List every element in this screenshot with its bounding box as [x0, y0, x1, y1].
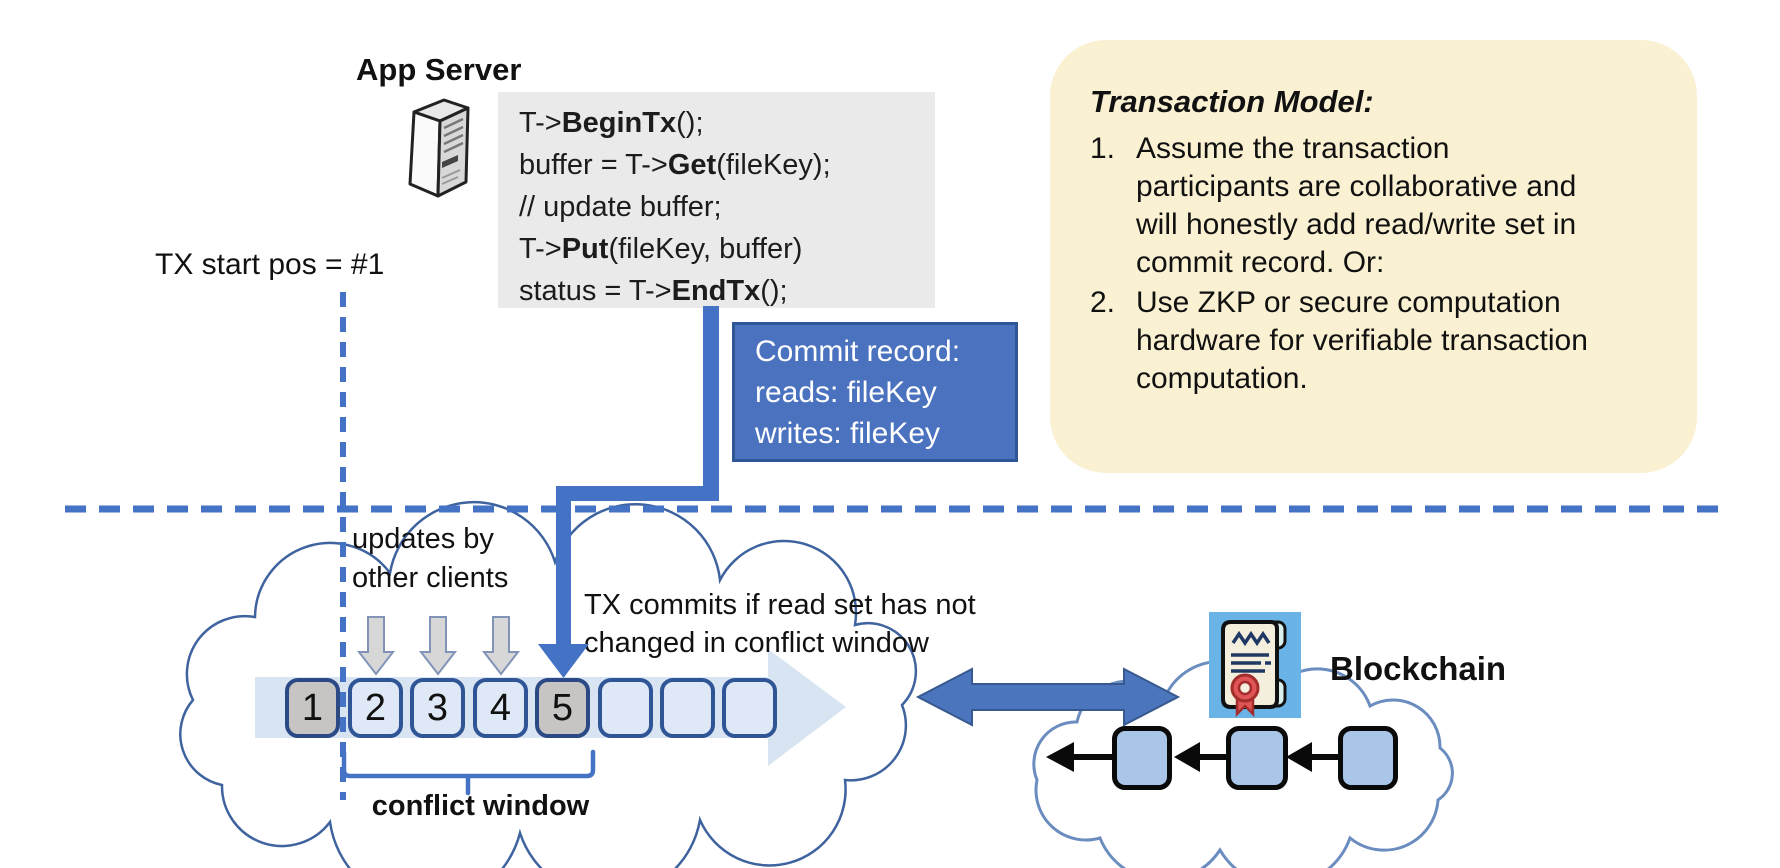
code-block: T->BeginTx(); buffer = T->Get(fileKey); … — [498, 92, 935, 308]
commit-record-line: writes: fileKey — [755, 417, 941, 450]
certificate-icon — [1209, 612, 1301, 718]
item-text: Use ZKP or secure computation hardware f… — [1136, 286, 1588, 395]
timeline-slot: 1 — [285, 678, 340, 738]
blockchain-block — [1226, 726, 1288, 790]
code-line: T->Put(fileKey, buffer) — [519, 233, 803, 265]
commit-record-box: Commit record: reads: fileKey writes: fi… — [732, 322, 1018, 462]
transaction-model-title: Transaction Model: — [1090, 84, 1374, 119]
commit-record-line: reads: fileKey — [755, 376, 937, 409]
timeline-slot: 2 — [348, 678, 403, 738]
code-line: buffer = T->Get(fileKey); — [519, 149, 831, 181]
item-number: 2. — [1090, 286, 1116, 319]
item-number: 1. — [1090, 132, 1116, 165]
tx-start-label: TX start pos = #1 — [155, 248, 385, 281]
code-line: T->BeginTx(); — [519, 107, 704, 139]
code-line: // update buffer; — [519, 191, 722, 223]
timeline-slot — [660, 678, 715, 738]
transaction-model-item: 2. Use ZKP or secure computation hardwar… — [1090, 284, 1697, 398]
tx-commits-label: TX commits if read set has not changed i… — [584, 589, 976, 659]
blockchain-block — [1112, 726, 1172, 790]
conflict-window-label: conflict window — [371, 790, 590, 822]
app-server-title: App Server — [356, 52, 522, 87]
timeline-slot: 5 — [535, 678, 590, 738]
transaction-model-note: Transaction Model: 1. Assume the transac… — [1050, 40, 1697, 473]
blockchain-label: Blockchain — [1330, 650, 1507, 687]
commit-record-line: Commit record: — [755, 335, 961, 368]
timeline-slot — [598, 678, 653, 738]
conflict-window-bracket — [341, 749, 596, 796]
timeline-slot: 4 — [473, 678, 528, 738]
double-arrow — [915, 667, 1181, 727]
chain-arrows — [1046, 742, 1340, 772]
code-line: status = T->EndTx(); — [519, 275, 788, 307]
update-arrows — [356, 616, 521, 676]
server-icon — [408, 98, 470, 198]
transaction-model-item: 1. Assume the transaction participants a… — [1090, 130, 1697, 282]
item-text: Assume the transaction participants are … — [1136, 132, 1577, 279]
timeline-slot: 3 — [410, 678, 465, 738]
blockchain-block — [1338, 726, 1398, 790]
timeline-slot — [722, 678, 777, 738]
updates-by-other-clients-label: updates by other clients — [352, 523, 509, 594]
